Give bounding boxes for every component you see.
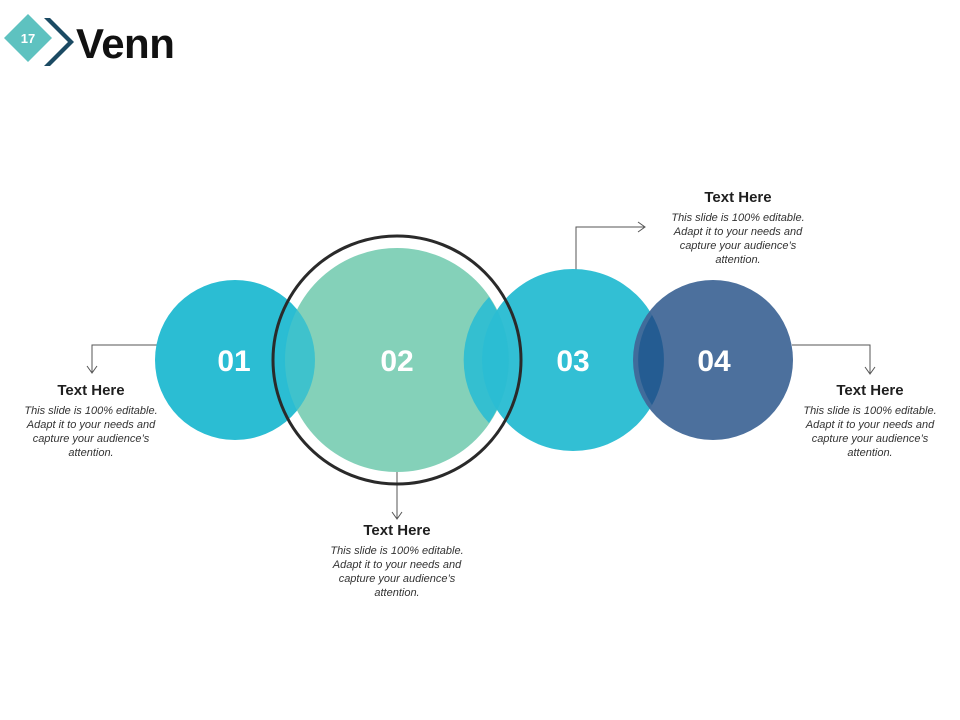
overlap-01-02 <box>283 308 315 412</box>
callout-heading: Text Here <box>836 382 904 399</box>
venn-circle-04 <box>633 280 793 440</box>
overlap-03-04 <box>638 315 664 405</box>
venn-label-03: 03 <box>556 345 589 378</box>
connector-04 <box>792 344 871 373</box>
callout-04: Text Here This slide is 100% editable. A… <box>795 382 945 460</box>
callout-01: Text Here This slide is 100% editable. A… <box>16 382 166 460</box>
slide-number: 17 <box>21 31 35 46</box>
venn-circle-01 <box>155 280 315 440</box>
callout-body: This slide is 100% editable. Adapt it to… <box>330 545 464 599</box>
connector-03-arrow <box>637 221 646 233</box>
callout-02: Text Here This slide is 100% editable. A… <box>322 522 472 600</box>
callout-heading: Text Here <box>704 189 772 206</box>
callout-body: This slide is 100% editable. Adapt it to… <box>24 405 158 459</box>
callout-body: This slide is 100% editable. Adapt it to… <box>671 212 805 266</box>
callout-heading: Text Here <box>57 382 125 399</box>
connector-01-arrow <box>86 365 98 374</box>
connector-04-arrow <box>864 366 876 375</box>
connector-03 <box>575 226 644 270</box>
connector-02-arrow <box>391 511 403 520</box>
venn-label-01: 01 <box>217 345 250 378</box>
slide-number-badge: 17 <box>4 14 74 66</box>
overlap-02-03 <box>463 297 509 423</box>
slide-title: Venn <box>76 20 175 67</box>
venn-label-04: 04 <box>697 345 731 378</box>
callout-body: This slide is 100% editable. Adapt it to… <box>803 405 937 459</box>
venn-ring-02 <box>271 234 523 486</box>
venn-circle-03 <box>482 269 664 451</box>
callout-03: Text Here This slide is 100% editable. A… <box>663 189 813 267</box>
connector-01 <box>91 344 157 372</box>
callout-heading: Text Here <box>363 522 431 539</box>
venn-circle-02 <box>285 248 509 472</box>
venn-label-02: 02 <box>380 345 413 378</box>
